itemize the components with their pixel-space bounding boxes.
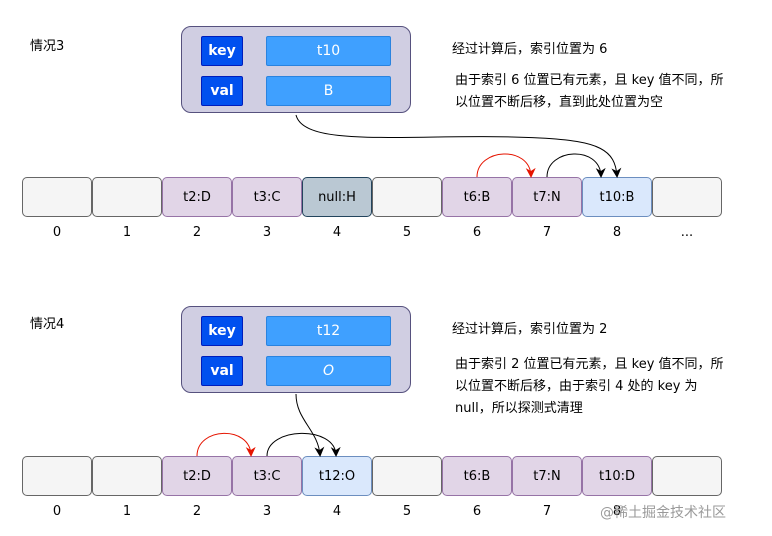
watermark: @稀土掘金技术社区	[600, 505, 726, 521]
case3-cell-3: t3:C	[232, 177, 302, 217]
case3-val-value: B	[266, 76, 391, 106]
case4-insert-arrow	[295, 393, 325, 457]
case3-desc-line1: 经过计算后，索引位置为 6	[452, 42, 608, 57]
case3-desc-line3: 以位置不断后移，直到此处位置为空	[455, 95, 664, 110]
case3-index-4: 4	[332, 225, 342, 240]
case4-key-value: t12	[266, 316, 391, 346]
case3-kv-box: key t10 val B	[181, 26, 411, 113]
case3-label: 情况3	[30, 39, 65, 54]
case3-cell-1	[92, 177, 162, 217]
case4-key-label: key	[201, 316, 243, 346]
case3-cell-4: null:H	[302, 177, 372, 217]
case3-index-6: 6	[472, 225, 482, 240]
case4-index-0: 0	[52, 504, 62, 519]
case3-index-2: 2	[192, 225, 202, 240]
case4-probe-arrow-red	[196, 432, 256, 457]
case4-cell-7: t7:N	[512, 456, 582, 496]
case3-index-8: 8	[612, 225, 622, 240]
case4-cell-4: t12:O	[302, 456, 372, 496]
case3-probe-arrow-black	[546, 153, 606, 178]
case3-val-label: val	[201, 76, 243, 106]
case4-index-7: 7	[542, 504, 552, 519]
case4-cell-0	[22, 456, 92, 496]
case4-cell-3: t3:C	[232, 456, 302, 496]
case4-desc-line3: 以位置不断后移，由于索引 4 处的 key 为	[455, 379, 698, 394]
case4-cell-1	[92, 456, 162, 496]
case4-probe-arrow-black	[266, 432, 341, 457]
case3-index-1: 1	[122, 225, 132, 240]
case3-probe-arrow-red	[476, 153, 536, 178]
case4-label: 情况4	[30, 317, 65, 332]
case4-cell-5	[372, 456, 442, 496]
case3-cell-2: t2:D	[162, 177, 232, 217]
case4-cell-8: t10:D	[582, 456, 652, 496]
case4-desc-line1: 经过计算后，索引位置为 2	[452, 322, 608, 337]
case3-cell-6: t6:B	[442, 177, 512, 217]
case3-cell-8: t10:B	[582, 177, 652, 217]
case4-cell-9	[652, 456, 722, 496]
case4-kv-box: key t12 val O	[181, 306, 411, 393]
case3-cell-0	[22, 177, 92, 217]
case4-cell-6: t6:B	[442, 456, 512, 496]
case4-desc-line2: 由于索引 2 位置已有元素，且 key 值不同，所	[455, 357, 724, 372]
case4-val-label: val	[201, 356, 243, 386]
case3-insert-arrow	[295, 114, 622, 178]
case4-index-8: 8	[612, 504, 622, 519]
case3-desc-line2: 由于索引 6 位置已有元素，且 key 值不同，所	[455, 73, 724, 88]
case4-index-3: 3	[262, 504, 272, 519]
case4-index-5: 5	[402, 504, 412, 519]
case3-cell-7: t7:N	[512, 177, 582, 217]
case3-key-label: key	[201, 36, 243, 66]
case3-cell-5	[372, 177, 442, 217]
case4-index-4: 4	[332, 504, 342, 519]
case3-index-3: 3	[262, 225, 272, 240]
case3-index-5: 5	[402, 225, 412, 240]
case3-key-value: t10	[266, 36, 391, 66]
case3-index-0: 0	[52, 225, 62, 240]
case4-val-value: O	[266, 356, 391, 386]
case4-cell-2: t2:D	[162, 456, 232, 496]
case3-index-7: 7	[542, 225, 552, 240]
case4-desc-line4: null，所以探测式清理	[455, 401, 583, 416]
case4-index-1: 1	[122, 504, 132, 519]
case3-index-ellipsis: ...	[680, 225, 694, 240]
case3-cell-9	[652, 177, 722, 217]
case4-index-6: 6	[472, 504, 482, 519]
case4-index-2: 2	[192, 504, 202, 519]
